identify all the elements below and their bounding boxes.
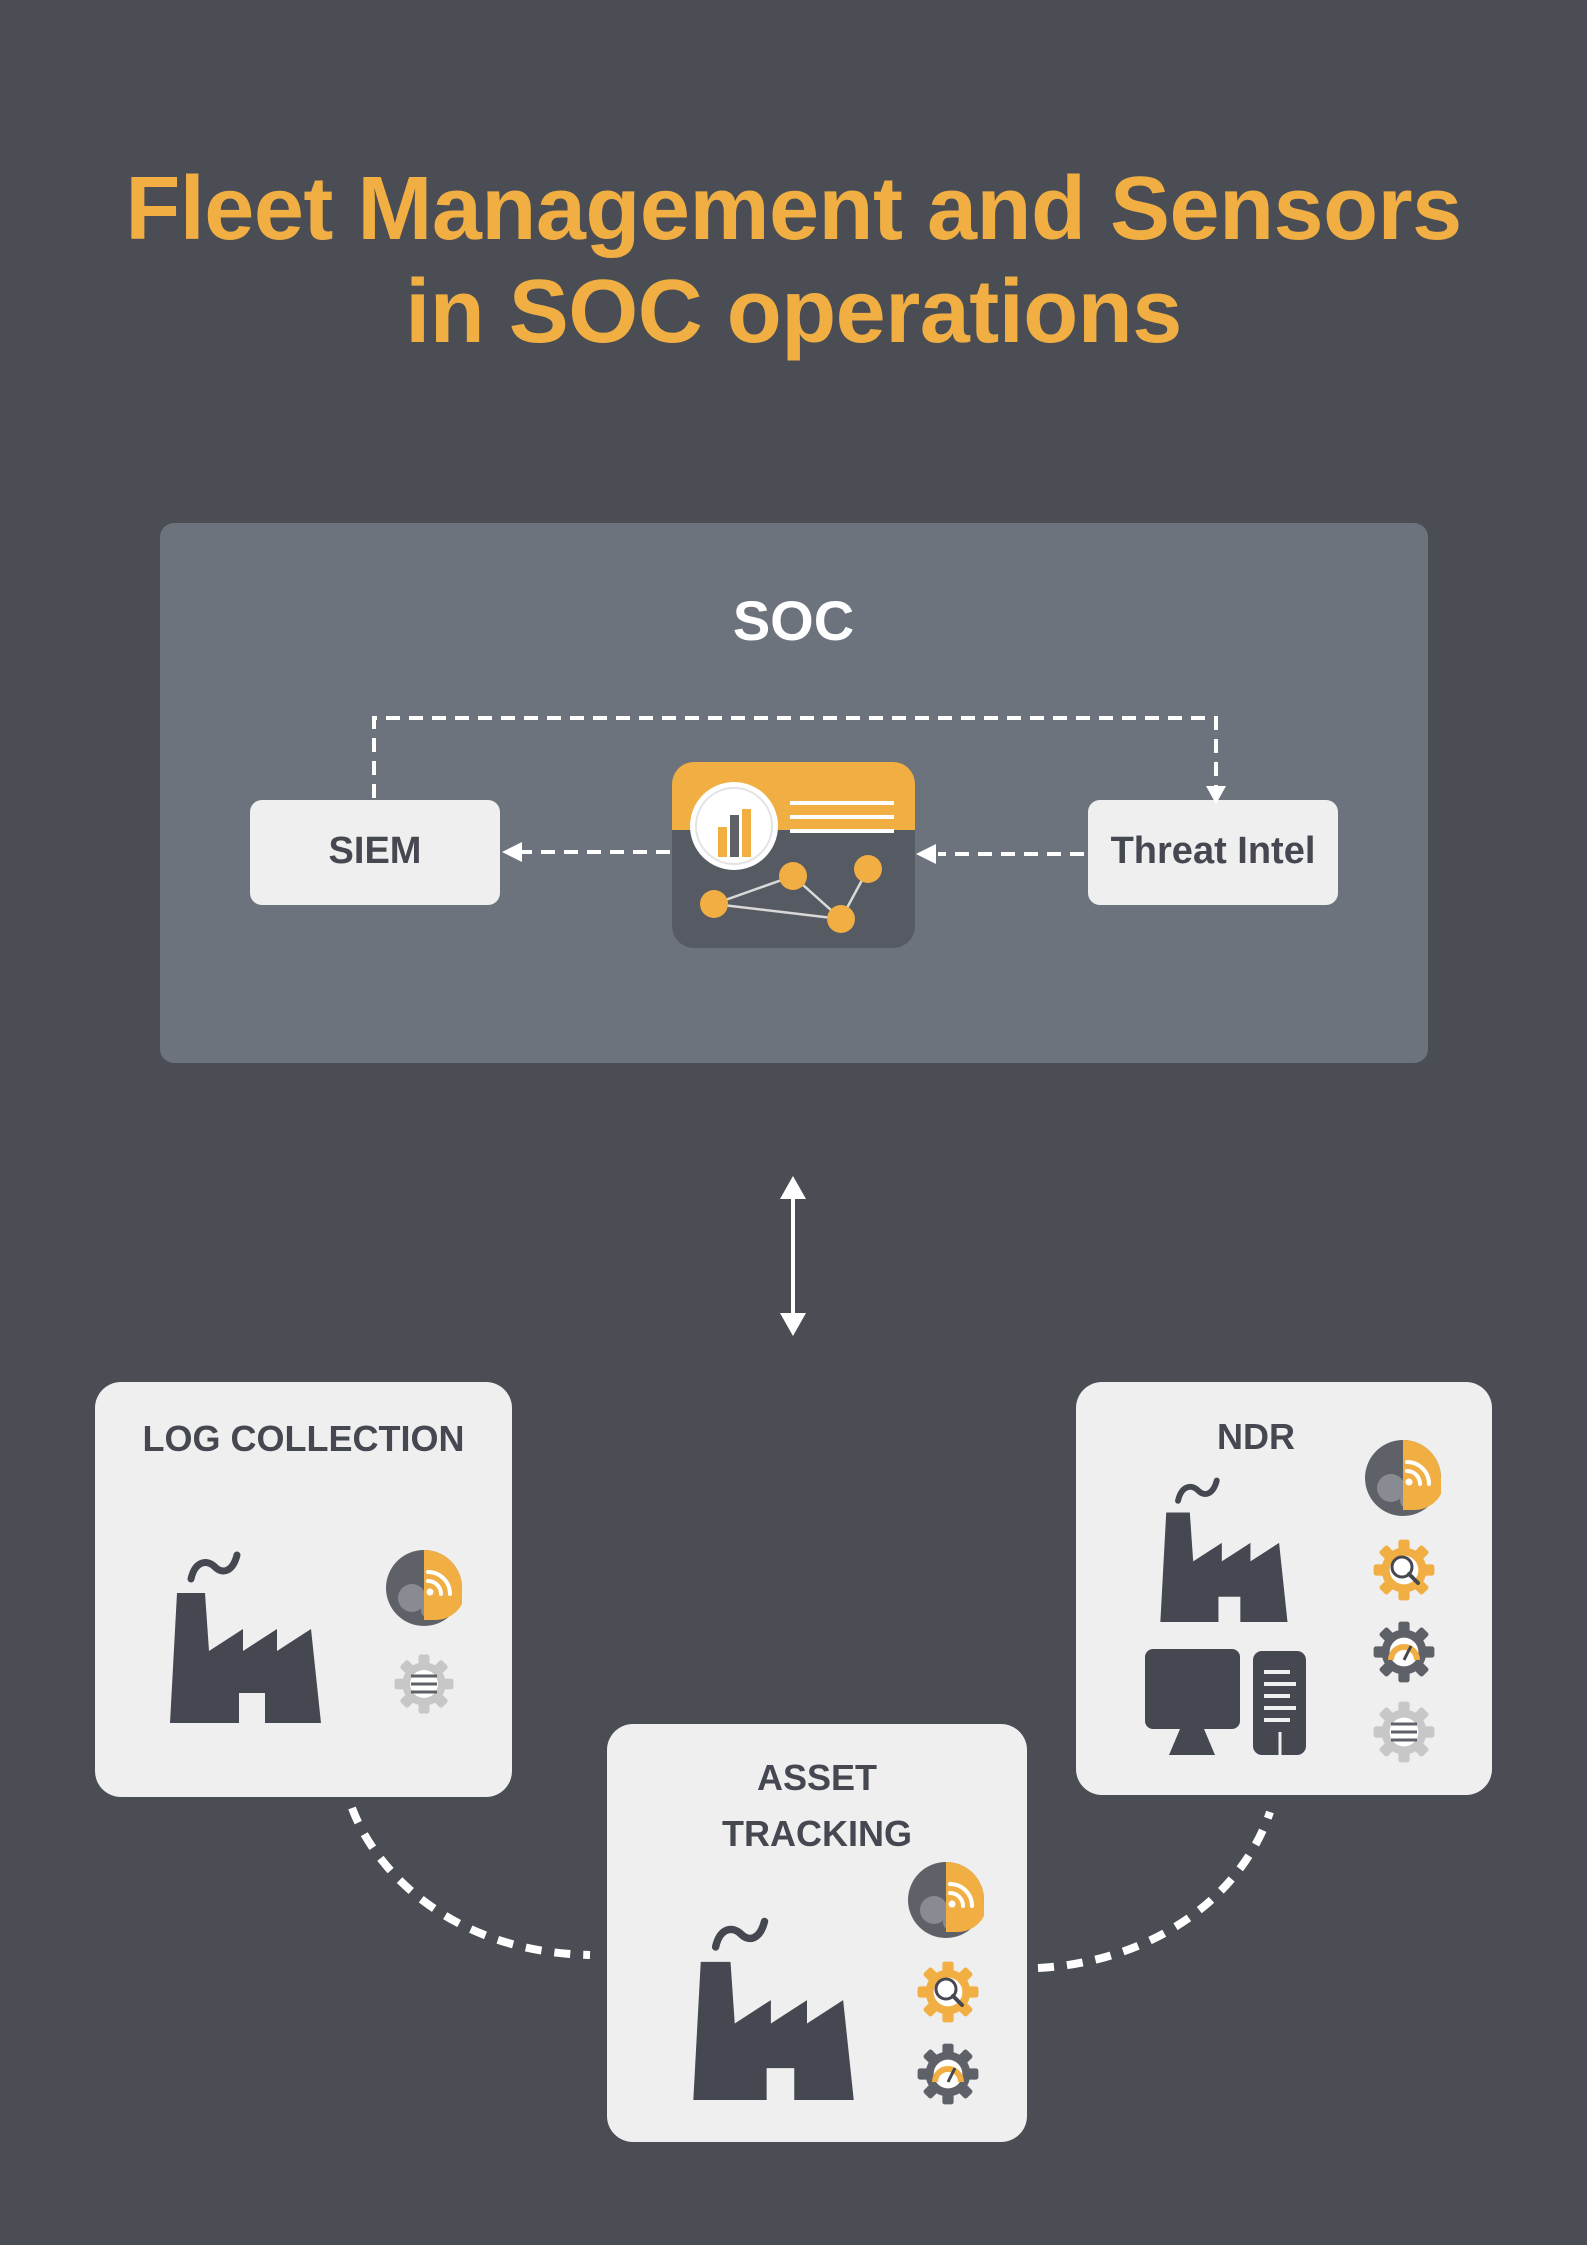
threat-intel-label: Threat Intel: [1110, 830, 1316, 872]
dashboard-icon: [672, 762, 915, 948]
sensor-icon: [906, 1860, 986, 1940]
soc-flow-lines: [372, 716, 1218, 856]
threat-intel-box: Threat Intel: [1088, 800, 1338, 905]
sensor-icon: [384, 1548, 464, 1628]
search-gear-icon: [1373, 1539, 1435, 1601]
magnifier-icon: [1390, 1555, 1420, 1585]
siem-box: SIEM: [250, 800, 500, 905]
server-icon: [1253, 1651, 1306, 1755]
asset-tracking-label-line-1: ASSET: [756, 1757, 878, 1798]
asset-tracking-label-line-2: TRACKING: [722, 1813, 912, 1854]
log-collection-label: LOG COLLECTION: [142, 1418, 465, 1459]
workstation-icon: [1145, 1649, 1240, 1755]
sensor-icon: [1363, 1438, 1443, 1518]
factory-icon: [1160, 1481, 1287, 1622]
arrow-head-to-threat-intel: [1206, 786, 1226, 804]
magnifier-icon: [934, 1977, 964, 2007]
gauge-icon: [932, 2066, 964, 2083]
search-gear-icon: [917, 1961, 979, 2023]
slider-lines-icon: [1391, 1722, 1417, 1742]
factory-icon: [170, 1555, 321, 1723]
ndr-label: NDR: [1217, 1416, 1295, 1457]
gauge-gear-icon: [917, 2043, 979, 2105]
gauge-needle-icon: [1402, 1645, 1413, 1661]
page-title: Fleet Management and Sensors in SOC oper…: [0, 158, 1587, 364]
soc-label: SOC: [732, 589, 855, 652]
gauge-needle-icon: [946, 2067, 957, 2083]
siem-label: SIEM: [328, 830, 422, 872]
title-line-1: Fleet Management and Sensors: [125, 159, 1462, 259]
arrow-head-to-siem: [502, 842, 522, 862]
gauge-icon: [1388, 1644, 1420, 1661]
factory-icon: [693, 1921, 853, 2100]
title-line-2: in SOC operations: [405, 262, 1182, 362]
card-connectors: [348, 1806, 1274, 1972]
asset-tracking-label: ASSET TRACKING: [607, 1750, 1027, 1862]
gauge-gear-icon: [1373, 1621, 1435, 1683]
slider-lines-icon: [411, 1674, 437, 1694]
bidirectional-arrow: [780, 1176, 806, 1336]
arrow-head-to-dashboard: [916, 844, 936, 864]
